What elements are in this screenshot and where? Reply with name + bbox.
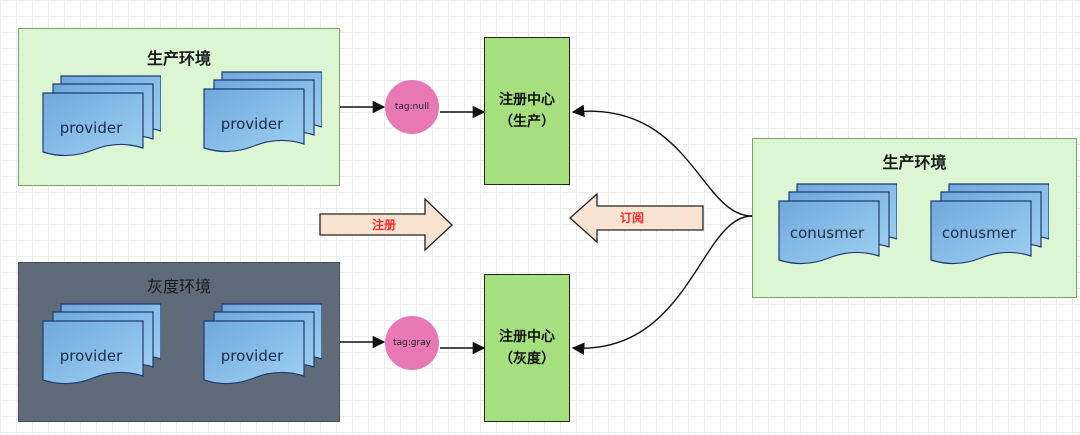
consumer-to-prod-registry-curve bbox=[571, 104, 753, 217]
provider-stack: provider bbox=[41, 301, 161, 391]
subscribe-block-arrow bbox=[569, 192, 704, 244]
registry-prod-name: 注册中心 bbox=[499, 92, 555, 108]
consumer-label: conusmer bbox=[941, 224, 1017, 242]
consumer-stack: conusmer bbox=[777, 181, 897, 271]
document-stack-icon bbox=[203, 303, 322, 385]
register-block-arrow bbox=[319, 197, 453, 252]
registry-prod-env: （生产） bbox=[499, 114, 555, 130]
provider-label: provider bbox=[59, 119, 123, 137]
consumer-env-title: 生产环境 bbox=[882, 153, 947, 172]
prod-env-title: 生产环境 bbox=[146, 49, 211, 68]
registry-gray-env: （灰度） bbox=[499, 351, 555, 367]
provider-stack: provider bbox=[202, 301, 322, 391]
provider-stack: provider bbox=[41, 73, 161, 163]
registry-gray-name: 注册中心 bbox=[499, 329, 555, 345]
consumer-environment: 生产环境 conusmer conusmer bbox=[752, 138, 1077, 298]
document-stack-icon bbox=[930, 183, 1049, 265]
gray-env-title: 灰度环境 bbox=[146, 277, 211, 296]
gray-environment: 灰度环境 provider provider bbox=[18, 262, 340, 422]
tag-gray-node: tag:gray bbox=[385, 316, 439, 370]
register-label: 注册 bbox=[372, 218, 397, 232]
document-stack-icon bbox=[203, 71, 322, 153]
registry-gray: 注册中心 （灰度） bbox=[484, 274, 570, 422]
consumer-label: conusmer bbox=[789, 224, 865, 242]
tag-null-node: tag:null bbox=[385, 80, 439, 134]
document-stack-icon bbox=[778, 183, 897, 265]
consumer-stack: conusmer bbox=[929, 181, 1049, 271]
provider-label: provider bbox=[220, 115, 284, 133]
provider-label: provider bbox=[220, 347, 284, 365]
registry-prod: 注册中心 （生产） bbox=[484, 37, 570, 185]
document-stack-icon bbox=[42, 75, 161, 157]
prod-environment: 生产环境 provider provider bbox=[18, 28, 340, 186]
provider-label: provider bbox=[59, 347, 123, 365]
consumer-to-gray-registry-curve bbox=[571, 215, 753, 355]
provider-stack: provider bbox=[202, 69, 322, 159]
subscribe-label: 订阅 bbox=[620, 211, 645, 225]
document-stack-icon bbox=[42, 303, 161, 385]
